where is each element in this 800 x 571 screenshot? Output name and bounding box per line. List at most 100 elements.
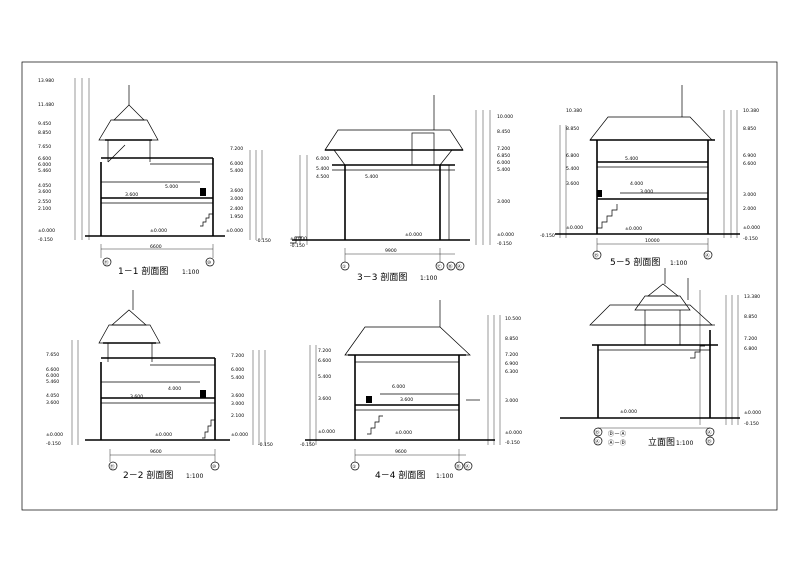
level-label: 3.600 bbox=[46, 400, 59, 406]
level-label: 3.600 bbox=[318, 396, 331, 402]
level-label: 3.000 bbox=[743, 192, 756, 198]
level-label: 5.400 bbox=[497, 167, 510, 173]
level-label: 6.600 bbox=[38, 156, 51, 162]
level-label: 8.450 bbox=[497, 129, 510, 135]
axis-bubble-label: Ⓓ bbox=[594, 252, 599, 259]
level-label: ±0.000 bbox=[620, 409, 637, 415]
level-label: 6.900 bbox=[743, 153, 756, 159]
level-label: 3.600 bbox=[566, 181, 579, 187]
section-scale: 1:100 bbox=[436, 473, 453, 480]
level-label: 6.850 bbox=[497, 153, 510, 159]
level-label: 3.600 bbox=[38, 189, 51, 195]
level-label: 8.850 bbox=[38, 130, 51, 136]
section-5-5-labels: 10.380 8.850 6.800 5.400 3.600 ±0.000 -0… bbox=[540, 108, 760, 268]
level-label: 13.980 bbox=[38, 78, 54, 84]
section-title: 立面图 bbox=[648, 436, 675, 448]
level-label: 6.000 bbox=[230, 161, 243, 167]
section-3-3-labels: 6.000 5.400 4.500 ±0.000 -0.150 10.000 8… bbox=[290, 114, 514, 283]
level-label: 6.000 bbox=[316, 156, 329, 162]
axis-range-label: Ⓐ－Ⓓ bbox=[608, 439, 626, 447]
level-label: 7.200 bbox=[230, 146, 243, 152]
axis-bubble-label: Ⓒ bbox=[437, 263, 442, 270]
level-label: -0.150 bbox=[497, 241, 512, 247]
width-dimension: 9600 bbox=[395, 449, 407, 455]
section-4-4 bbox=[305, 300, 501, 471]
level-label: -0.150 bbox=[300, 442, 315, 448]
level-label: ±0.000 bbox=[231, 432, 248, 438]
level-label: 7.200 bbox=[497, 146, 510, 152]
level-label: ±0.000 bbox=[744, 410, 761, 416]
level-label: 13.380 bbox=[744, 294, 760, 300]
floor-label: 5.000 bbox=[165, 184, 178, 190]
floor-label: ±0.000 bbox=[405, 232, 422, 238]
level-label: 4.050 bbox=[46, 393, 59, 399]
level-label: 6.000 bbox=[46, 373, 59, 379]
level-label: 3.000 bbox=[505, 398, 518, 404]
level-label: 7.200 bbox=[744, 336, 757, 342]
level-label: ±0.000 bbox=[318, 429, 335, 435]
level-label: 7.650 bbox=[46, 352, 59, 358]
level-label: 2.550 bbox=[38, 199, 51, 205]
section-1-1 bbox=[74, 78, 263, 267]
section-4-4-labels: 7.200 6.600 5.400 3.600 ±0.000 -0.150 10… bbox=[300, 316, 522, 481]
section-5-5 bbox=[555, 85, 740, 260]
level-label: 4.500 bbox=[316, 174, 329, 180]
axis-bubble-label: Ⓐ bbox=[705, 252, 710, 259]
level-label: 5.400 bbox=[318, 374, 331, 380]
floor-label: 3.600 bbox=[400, 397, 413, 403]
level-label: 10.380 bbox=[566, 108, 582, 114]
side-elevation-labels: ±0.000 13.380 8.850 7.200 6.800 ±0.000 -… bbox=[595, 294, 761, 448]
level-label: 5.400 bbox=[316, 166, 329, 172]
level-label: 10.500 bbox=[505, 316, 521, 322]
level-label: 6.000 bbox=[497, 160, 510, 166]
level-label: 5.400 bbox=[230, 168, 243, 174]
level-label: 3.000 bbox=[231, 401, 244, 407]
level-label: 7.650 bbox=[38, 144, 51, 150]
level-label: 10.000 bbox=[497, 114, 513, 120]
level-label: 5.400 bbox=[566, 166, 579, 172]
section-title: 4－4 剖面图 bbox=[375, 469, 425, 481]
width-dimension: 10000 bbox=[645, 238, 660, 244]
width-dimension: 6600 bbox=[150, 244, 162, 250]
level-label: 6.600 bbox=[46, 367, 59, 373]
level-label: 8.850 bbox=[566, 126, 579, 132]
axis-bubble-label: Ⓐ bbox=[595, 438, 600, 445]
level-label: -0.150 bbox=[38, 237, 53, 243]
floor-label: ±0.000 bbox=[150, 228, 167, 234]
level-label: 11.480 bbox=[38, 102, 54, 108]
level-label: 6.900 bbox=[505, 361, 518, 367]
section-title: 3－3 剖面图 bbox=[357, 271, 407, 283]
section-title: 1－1 剖面图 bbox=[118, 265, 168, 277]
level-label: ±0.000 bbox=[505, 430, 522, 436]
section-2-2 bbox=[71, 290, 266, 471]
axis-bubble-label: ⑩ bbox=[212, 464, 216, 470]
level-label: 2.400 bbox=[230, 206, 243, 212]
axis-bubble-label: ① bbox=[352, 464, 356, 470]
level-label: ±0.000 bbox=[743, 225, 760, 231]
level-label: 4.050 bbox=[38, 183, 51, 189]
axis-bubble-label: ① bbox=[342, 264, 346, 270]
axis-bubble-label: ⑪ bbox=[104, 259, 109, 266]
section-2-2-labels: 7.650 6.600 6.000 5.460 4.050 3.600 ±0.0… bbox=[46, 352, 273, 481]
level-label: -0.150 bbox=[46, 441, 61, 447]
level-label: 6.600 bbox=[318, 358, 331, 364]
level-label: 5.400 bbox=[231, 375, 244, 381]
level-label: 2.000 bbox=[743, 206, 756, 212]
section-scale: 1:100 bbox=[186, 473, 203, 480]
level-label: -0.150 bbox=[258, 442, 273, 448]
section-1-1-labels: 13.980 11.480 9.450 8.850 7.650 6.600 6.… bbox=[38, 78, 271, 277]
axis-range-label: Ⓓ－Ⓐ bbox=[608, 430, 626, 438]
floor-label: ±0.000 bbox=[625, 226, 642, 232]
level-label: 6.600 bbox=[743, 161, 756, 167]
section-title: 2－2 剖面图 bbox=[123, 469, 173, 481]
level-label: ±0.000 bbox=[497, 232, 514, 238]
section-scale: 1:100 bbox=[676, 440, 693, 447]
axis-bubble-label: Ⓓ bbox=[707, 438, 712, 445]
axis-bubble-label: ⑩ bbox=[207, 260, 211, 266]
section-3-3 bbox=[290, 95, 491, 271]
floor-label: 6.000 bbox=[392, 384, 405, 390]
floor-label: 5.400 bbox=[625, 156, 638, 162]
level-label: 8.850 bbox=[505, 336, 518, 342]
level-label: 10.380 bbox=[743, 108, 759, 114]
